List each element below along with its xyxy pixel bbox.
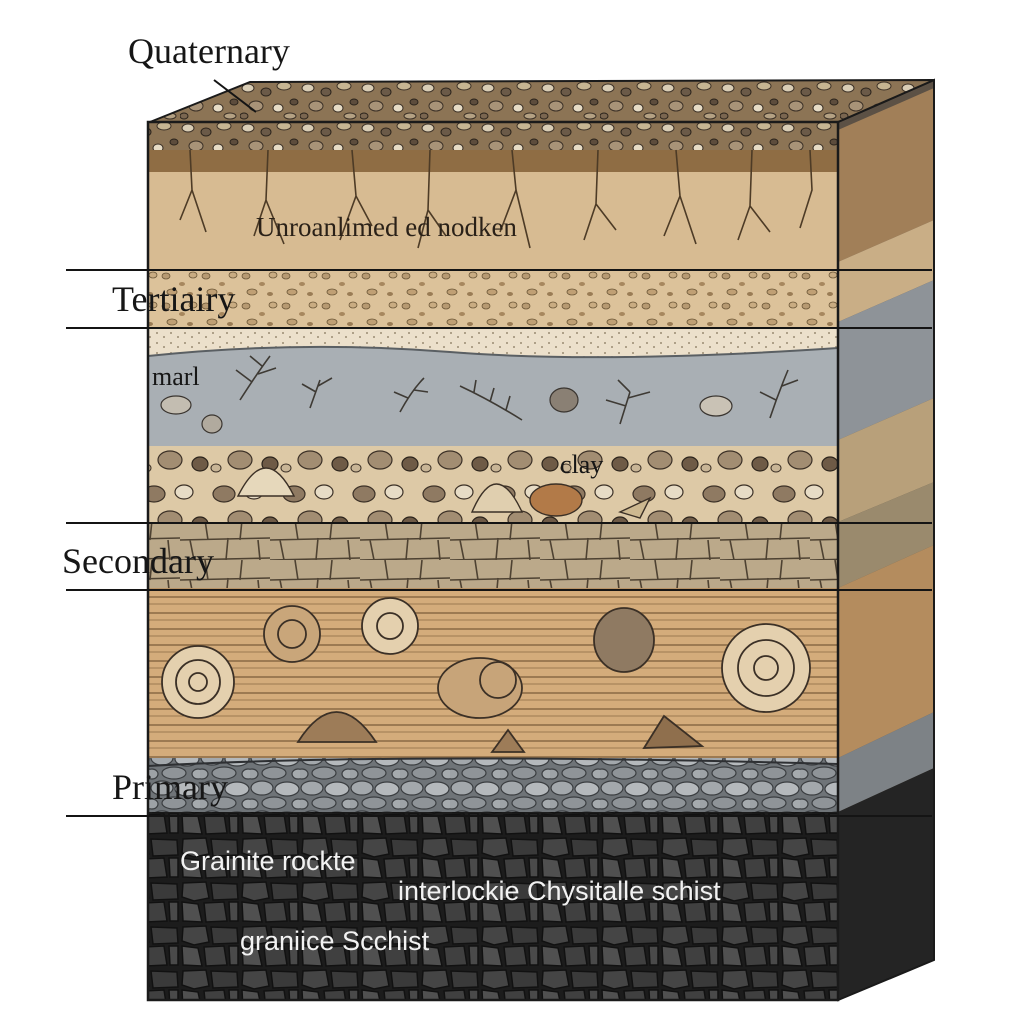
scallop-shells xyxy=(236,467,652,519)
front-face xyxy=(146,120,840,1002)
tertiary-sand xyxy=(148,270,838,328)
secondary-limestone xyxy=(148,522,838,588)
primary-gravel xyxy=(148,758,838,812)
label-secondary: Secondary xyxy=(62,541,214,581)
label-granite-rock: Grainite rockte xyxy=(180,846,356,876)
roots xyxy=(179,149,813,249)
quaternary-leader-line xyxy=(213,79,257,113)
divider-secondary-bottom xyxy=(66,589,932,591)
top-surface xyxy=(149,79,935,123)
block-side-face xyxy=(837,78,935,1002)
ammonite-fossils xyxy=(161,597,811,753)
marl-shells xyxy=(160,387,733,434)
label-quaternary: Quaternary xyxy=(128,31,290,71)
label-clay: clay xyxy=(560,450,604,479)
primary-granite xyxy=(148,812,838,1000)
label-primary: Primary xyxy=(112,767,228,807)
label-unconsolidated: Unroanlimed ed nodken xyxy=(256,212,517,242)
divider-tertiary-top xyxy=(66,269,932,271)
marl-layer xyxy=(148,346,838,446)
plant-fossils xyxy=(235,355,799,425)
label-tertiary: Tertiairy xyxy=(112,279,236,319)
divider-secondary-top xyxy=(66,522,932,524)
label-crystalline-schist: interlockie Chysitalle schist xyxy=(398,876,721,906)
label-marl: marl xyxy=(152,362,200,391)
divider-tertiary-bottom xyxy=(66,327,932,329)
divider-primary-bottom xyxy=(66,815,932,817)
label-granite-schist: graniice Scchist xyxy=(240,926,430,956)
